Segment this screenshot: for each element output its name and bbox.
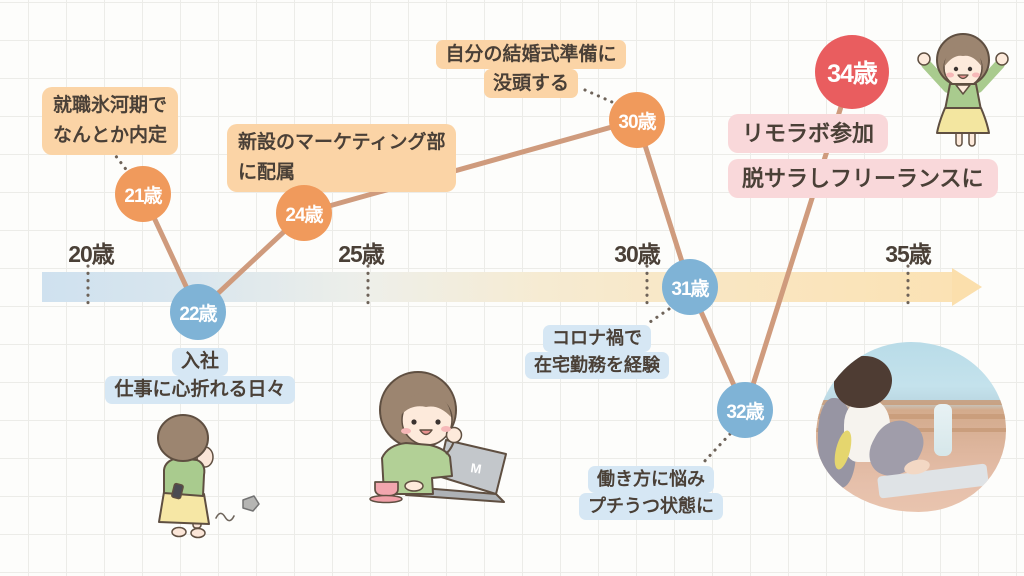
event-label-line: なんとか内定 xyxy=(53,125,168,146)
tick-label-35: 35歳 xyxy=(885,241,932,267)
event-label-line: 没頭する xyxy=(483,69,578,98)
railing-bar xyxy=(816,414,1006,419)
tick-label-25: 25歳 xyxy=(338,241,385,267)
pebble-icon xyxy=(242,495,260,512)
woman-working-outdoors-photo xyxy=(816,342,1006,512)
node-age-21: 21歳 xyxy=(115,166,171,222)
node-age-22: 22歳 xyxy=(170,284,226,340)
event-label-corona: コロナ禍で 在宅勤務を経験 xyxy=(521,325,673,379)
event-label-line: に配属 xyxy=(238,162,296,183)
girl-kicking-stone-illustration xyxy=(157,414,260,539)
node-label: 21歳 xyxy=(124,185,162,207)
node-age-32: 32歳 xyxy=(717,382,773,438)
event-label-line: 就職氷河期で xyxy=(53,95,168,116)
event-label-joined: 入社 仕事に心折れる日々 xyxy=(98,348,302,404)
photo-bottle xyxy=(934,404,952,456)
node-label: 22歳 xyxy=(179,303,217,325)
node-age-24: 24歳 xyxy=(276,185,332,241)
tick-label-20: 20歳 xyxy=(68,241,115,267)
photo-hair xyxy=(834,356,892,408)
node-label: 31歳 xyxy=(671,278,709,300)
timeline-arrowhead-icon xyxy=(952,268,982,306)
node-age-31: 31歳 xyxy=(662,259,718,315)
node-age-30: 30歳 xyxy=(609,92,665,148)
event-label-line: 新設のマーケティング部 xyxy=(238,132,446,153)
event-label-line: 在宅勤務を経験 xyxy=(525,352,669,379)
event-label-marketing: 新設のマーケティング部 に配属 xyxy=(227,124,457,192)
event-label-ice-age: 就職氷河期で なんとか内定 xyxy=(42,87,179,155)
woman-at-laptop-illustration: M xyxy=(369,371,507,504)
dotted-32-to-worry xyxy=(700,432,732,466)
event-label-line: 働き方に悩み xyxy=(588,466,714,493)
event-label-line: プチうつ状態に xyxy=(579,493,723,520)
node-label: 24歳 xyxy=(285,204,323,226)
node-label: 34歳 xyxy=(827,60,878,88)
tick-label-30: 30歳 xyxy=(614,241,661,267)
node-label: 32歳 xyxy=(726,401,764,423)
railing-bar xyxy=(816,400,1006,405)
event-label-line: 入社 xyxy=(171,348,228,376)
node-age-34: 34歳 xyxy=(815,35,889,109)
dotted-31-to-corona xyxy=(648,307,671,324)
dotted-wedding-to-30 xyxy=(583,88,614,104)
event-label-wedding: 自分の結婚式準備に 没頭する xyxy=(436,40,626,98)
kick-squiggle xyxy=(215,512,235,522)
event-label-line: リモラボ参加 xyxy=(742,121,875,146)
cheering-woman-illustration xyxy=(917,33,1009,147)
event-label-remolab: リモラボ参加 xyxy=(728,114,889,153)
event-label-line: 仕事に心折れる日々 xyxy=(105,376,295,404)
event-label-line: 脱サラしフリーランスに xyxy=(742,166,984,191)
event-label-line: コロナ禍で xyxy=(543,325,651,352)
dotted-ice-age-to-21 xyxy=(110,149,130,174)
laptop-logo-letter: M xyxy=(470,460,483,477)
event-label-worry: 働き方に悩み プチうつ状態に xyxy=(576,466,726,520)
event-label-line: 自分の結婚式準備に xyxy=(436,40,626,69)
node-label: 30歳 xyxy=(618,111,656,133)
event-label-freelance: 脱サラしフリーランスに xyxy=(728,159,998,198)
